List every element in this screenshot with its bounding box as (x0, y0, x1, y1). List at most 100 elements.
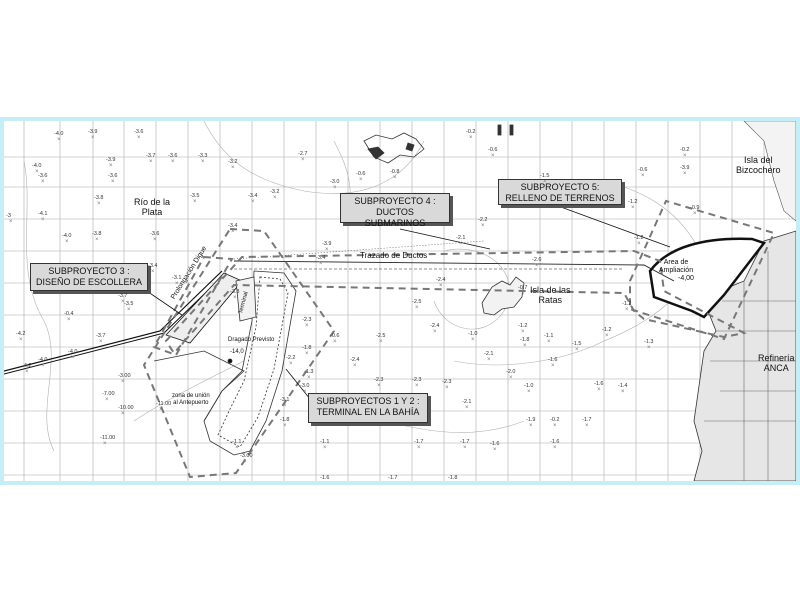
sounding-cross-icon: × (175, 281, 179, 287)
depth-sounding: -1.2× (628, 199, 637, 211)
label-area-depth: -4,00 (678, 275, 694, 282)
sounding-cross-icon: × (103, 441, 107, 447)
sounding-cross-icon: × (91, 135, 95, 141)
depth-sounding: -4.0× (62, 233, 71, 245)
depth-value: -3.9 (106, 157, 116, 163)
sounding-cross-icon: × (323, 481, 327, 485)
sounding-cross-icon: × (487, 357, 491, 363)
depth-sounding: -2.3× (374, 377, 383, 389)
sounding-cross-icon: × (509, 375, 513, 381)
callout-subproyecto-3-line2: DISEÑO DE ESCOLLERA (35, 277, 143, 287)
depth-sounding: -2.3× (302, 317, 311, 329)
depth-value: -3.8 (94, 195, 104, 201)
depth-sounding: -3.1× (280, 397, 289, 409)
depth-sounding: -2.2× (286, 355, 295, 367)
depth-value: -1.8 (520, 337, 530, 343)
depth-sounding: -3.7× (118, 293, 127, 305)
depth-value: -3.3 (230, 289, 240, 295)
depth-value: -3.8 (92, 231, 102, 237)
depth-sounding: -0.7× (518, 285, 527, 297)
sounding-cross-icon: × (641, 173, 645, 179)
depth-value: -2.4 (350, 357, 360, 363)
sounding-cross-icon: × (463, 445, 467, 451)
depth-sounding: -3× (6, 213, 13, 225)
depth-value: -4.0 (38, 357, 48, 363)
depth-sounding: -11.00× (100, 435, 115, 447)
depth-sounding: -3.3× (198, 153, 207, 165)
depth-value: -2.4 (430, 323, 440, 329)
sounding-cross-icon: × (231, 165, 235, 171)
sounding-cross-icon: × (41, 217, 45, 223)
depth-sounding: -1.6× (548, 357, 557, 369)
label-zona-line2: al Antepuerto (173, 400, 209, 406)
label-area-line2: Ampliación (658, 267, 694, 274)
depth-sounding: -4.0× (54, 131, 63, 143)
depth-sounding: -3.8× (94, 195, 103, 207)
depth-sounding: -3.1× (172, 275, 181, 287)
depth-value: -10.00 (118, 405, 134, 411)
depth-sounding: -1.3× (304, 369, 313, 381)
sounding-cross-icon: × (439, 283, 443, 289)
depth-sounding: -1.2× (518, 323, 527, 335)
sounding-cross-icon: × (451, 481, 455, 485)
depth-value: -3.6 (150, 231, 160, 237)
depth-value: -2.3 (302, 317, 312, 323)
callout-subproyectos-1-2: SUBPROYECTOS 1 Y 2 : TERMINAL EN LA BAHÍ… (308, 393, 428, 423)
depth-value: -3.5 (190, 193, 200, 199)
depth-sounding: -3.00× (240, 453, 253, 465)
depth-value: -1.3 (304, 369, 314, 375)
depth-value: -1.2 (634, 235, 644, 241)
depth-sounding: -1.6× (550, 439, 559, 451)
sounding-cross-icon: × (65, 239, 69, 245)
callout-subproyecto-5-line2: RELLENO DE TERRENOS (505, 193, 615, 203)
depth-sounding: -1.8× (280, 417, 289, 429)
sounding-cross-icon: × (465, 405, 469, 411)
depth-value: -4.0 (32, 163, 42, 169)
depth-value: -3.6 (134, 129, 144, 135)
depth-value: -0.7 (518, 285, 528, 291)
depth-sounding: -0.4× (64, 311, 73, 323)
sounding-cross-icon: × (289, 361, 293, 367)
depth-sounding: -3.0× (300, 383, 309, 395)
depth-sounding: -3.7× (146, 153, 155, 165)
depth-sounding: -4.0× (32, 163, 41, 175)
depth-value: -0.6 (488, 147, 498, 153)
callout-subproyecto-4-line1: SUBPROYECTO 4 : (354, 196, 436, 206)
depth-value: -1.1 (544, 333, 554, 339)
depth-sounding: -4.2× (16, 331, 25, 343)
sounding-cross-icon: × (283, 423, 287, 429)
depth-sounding: -0.6× (330, 333, 339, 345)
depth-sounding: -2.0× (506, 369, 515, 381)
depth-value: -3.2 (270, 189, 280, 195)
depth-sounding: -2.3× (442, 379, 451, 391)
sounding-cross-icon: × (377, 383, 381, 389)
depth-value: -4.0 (62, 233, 72, 239)
sounding-cross-icon: × (417, 445, 421, 451)
depth-value: -4.1 (38, 211, 48, 217)
depth-value: -0.6 (638, 167, 648, 173)
sounding-cross-icon: × (393, 175, 397, 181)
depth-sounding: -1.0× (524, 383, 533, 395)
depth-sounding: -3.6× (150, 231, 159, 243)
depth-sounding: -2.7× (298, 151, 307, 163)
depth-value: -1.1 (320, 439, 330, 445)
sounding-cross-icon: × (109, 163, 113, 169)
sounding-cross-icon: × (415, 383, 419, 389)
sounding-cross-icon: × (625, 307, 629, 313)
depth-sounding: -11.00× (156, 401, 171, 413)
callout-subproyecto-3: SUBPROYECTO 3 : DISEÑO DE ESCOLLERA (30, 263, 148, 291)
sounding-cross-icon: × (273, 195, 277, 201)
depth-sounding: -1.9× (526, 417, 535, 429)
callout-subproyecto-5-line1: SUBPROYECTO 5: (520, 182, 600, 192)
depth-value: -1.0 (468, 331, 478, 337)
depth-sounding: -2.2× (478, 217, 487, 229)
depth-sounding: -1.1× (232, 439, 241, 451)
depth-value: -1.2 (628, 199, 638, 205)
depth-sounding: -3.5× (124, 301, 133, 313)
sounding-cross-icon: × (121, 411, 125, 417)
depth-value: -1.8 (302, 345, 312, 351)
sounding-cross-icon: × (127, 307, 131, 313)
sounding-cross-icon: × (307, 375, 311, 381)
sounding-cross-icon: × (67, 317, 71, 323)
callout-subproyectos-1-2-line2: TERMINAL EN LA BAHÍA (316, 407, 420, 417)
